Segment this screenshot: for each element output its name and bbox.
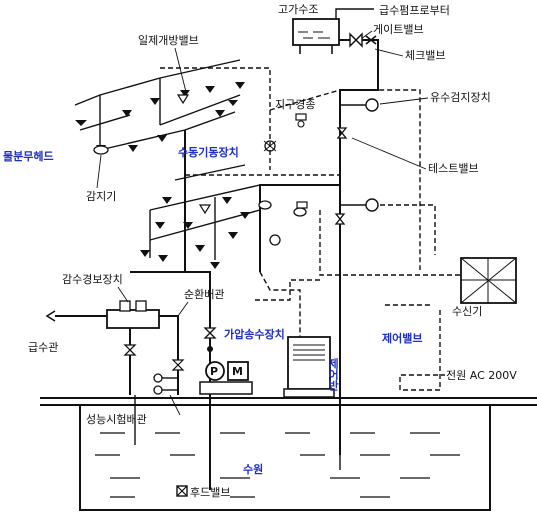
supply-valve-icon: [123, 344, 137, 356]
flow-detector-icon: [365, 98, 379, 212]
foot-valve-label: 후드밸브: [190, 486, 230, 499]
upper-head-grid: [74, 59, 241, 151]
water-source-label: 수원: [243, 462, 263, 476]
lower-heads: [140, 197, 250, 269]
performance-test-assembly: [153, 359, 185, 395]
manual-start-label: 수동기동장치: [178, 145, 239, 159]
check-valve-label: 체크밸브: [405, 49, 445, 62]
gate-valve-icon: [349, 32, 363, 48]
pump-discharge-valve-icon: [203, 327, 217, 352]
lower-head-grid: [149, 164, 261, 260]
district-alarm-label: 지구경종: [275, 98, 315, 111]
low-water-alarm-tank: [106, 300, 160, 329]
circulation-pipe-label: 순환배관: [184, 288, 224, 301]
deluge-valve-label: 일제개방밸브: [138, 33, 199, 47]
deluge-valve-icon: [176, 94, 212, 215]
flow-detector-label: 유수검지장치: [430, 91, 491, 104]
pump-assembly: P M: [199, 361, 253, 395]
detector-label: 감지기: [86, 190, 116, 203]
low-water-alarm-label: 감수경보장치: [62, 273, 123, 286]
test-valve-label: 테스트밸브: [428, 162, 479, 175]
ground: [40, 397, 537, 406]
pump-letter: P: [210, 365, 218, 378]
gate-valve-label: 게이트밸브: [373, 23, 424, 36]
water-supply-pipe-label: 급수관: [28, 341, 58, 354]
pressure-pump-label: 가압송수장치: [224, 327, 285, 341]
test-valve-icon: [334, 127, 348, 225]
control-valve-label: 제어밸브: [382, 331, 422, 345]
receiver-box: [460, 257, 517, 304]
pump-controller-label: 급수펌프로부터: [379, 4, 450, 17]
motor-letter: M: [232, 365, 243, 378]
receiver-label: 수신기: [452, 305, 482, 318]
control-panel: [283, 336, 335, 398]
district-alarm-icon: [295, 113, 308, 209]
detector-icon: [93, 145, 307, 217]
open-head-label: 물분무헤드: [3, 149, 54, 163]
elevated-tank: [292, 18, 340, 54]
control-panel-label: 제어반: [327, 357, 340, 391]
manual-start-icon: [263, 140, 281, 246]
signal-wiring: [160, 67, 460, 391]
water-reservoir: [79, 405, 491, 511]
elevated-tank-label: 고가수조: [278, 3, 318, 16]
upper-heads: [75, 82, 245, 152]
foot-valve-icon: [176, 485, 188, 497]
power-label: 전원 AC 200V: [446, 369, 517, 382]
performance-test-pipe-label: 성능시험배관: [86, 413, 147, 426]
